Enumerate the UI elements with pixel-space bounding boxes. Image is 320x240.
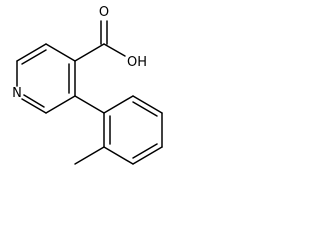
tolyl-ring	[103, 95, 163, 165]
bond-c5-c6	[45, 95, 76, 114]
bond-t2-t3-inner	[132, 101, 158, 117]
bond-c2-c3	[16, 43, 47, 62]
pyridine-ring	[16, 43, 76, 114]
bond-c-oh	[103, 43, 126, 57]
bond-t2-t3	[132, 95, 163, 114]
atom-label-oxygen: O	[99, 5, 109, 20]
bond-c6-n-inner	[23, 94, 45, 108]
bond-methyl	[74, 146, 105, 165]
carboxylic-acid-group	[74, 20, 126, 62]
chemical-structure-diagram: O OH N	[12, 5, 163, 165]
bond-t5-t6	[103, 146, 134, 165]
bond-c3-c4	[45, 43, 76, 62]
atom-label-hydroxyl: OH	[127, 55, 147, 70]
bond-t4-t5-inner	[132, 143, 158, 159]
bond-c2-c3-inner	[21, 49, 47, 65]
bond-c6-n	[21, 98, 47, 114]
bond-t1-t2	[103, 95, 134, 114]
bond-pyridine-tolyl	[74, 95, 105, 114]
bond-t4-t5	[132, 146, 163, 165]
atom-label-nitrogen: N	[12, 86, 22, 101]
bond-c4-carboxyl	[74, 43, 105, 62]
